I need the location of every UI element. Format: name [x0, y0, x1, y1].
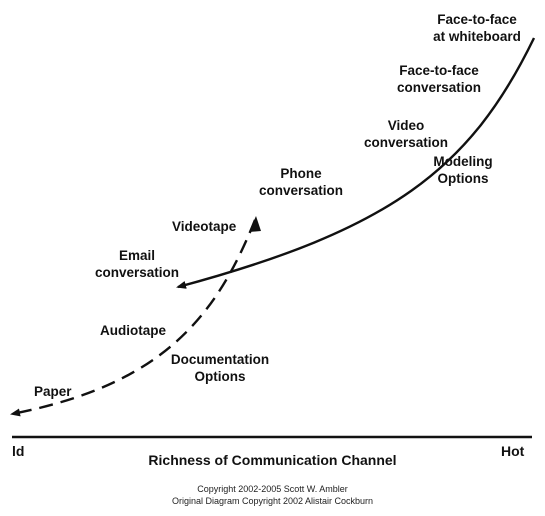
axis-left-label: ld	[12, 443, 25, 459]
label-modeling-options: Modeling Options	[433, 154, 493, 186]
label-documentation-options: Documentation Options	[170, 352, 270, 384]
label-face-to-face-whiteboard: Face-to-face at whiteboard	[433, 12, 521, 44]
label-email-conversation: Email conversation	[94, 248, 180, 280]
label-audiotape: Audiotape	[100, 323, 166, 338]
label-face-to-face-conversation: Face-to-face conversation	[396, 63, 482, 95]
axis-title: Richness of Communication Channel	[148, 452, 397, 468]
documentation-curve-top-arrowhead	[249, 216, 261, 232]
copyright-line-2: Original Diagram Copyright 2002 Alistair…	[171, 496, 374, 506]
label-phone-conversation: Phone conversation	[258, 166, 344, 198]
label-video-conversation: Video conversation	[363, 118, 449, 150]
copyright-line-1: Copyright 2002-2005 Scott W. Ambler	[197, 484, 348, 494]
modeling-options-curve	[176, 37, 536, 289]
axis-right-label: Hot	[501, 443, 525, 459]
documentation-options-curve	[10, 219, 257, 417]
label-videotape: Videotape	[172, 219, 237, 234]
label-paper: Paper	[34, 384, 72, 399]
